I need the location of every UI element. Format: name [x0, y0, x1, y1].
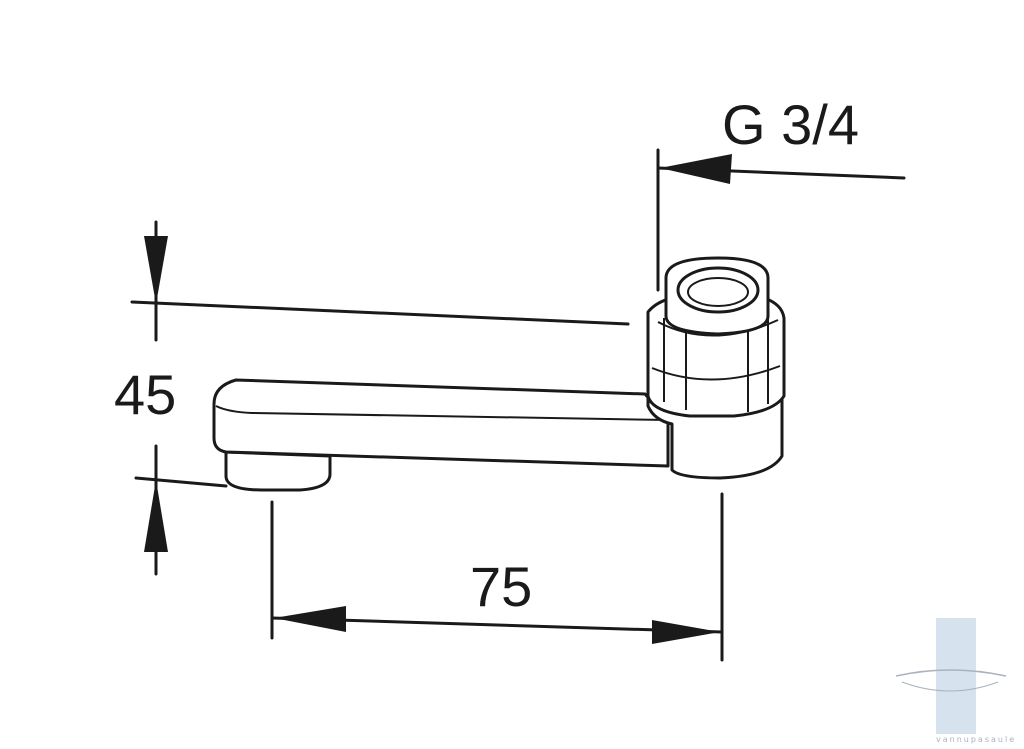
spout-body — [212, 256, 786, 492]
length-arrow-right — [652, 620, 720, 644]
dimension-thread: G 3/4 — [656, 93, 906, 292]
height-extension-bottom — [134, 476, 228, 488]
height-arrow-top — [144, 236, 168, 304]
length-dimension-line — [270, 616, 724, 634]
height-extension-top — [130, 300, 630, 326]
hex-nut-bottom-chamfer — [651, 365, 781, 381]
spout-arm — [212, 378, 670, 468]
dimension-height: 45 — [114, 220, 630, 576]
height-arrow-bottom — [144, 480, 168, 552]
thread-arrow — [660, 154, 732, 184]
spout-outlet — [224, 450, 332, 492]
watermark: vannupasaule — [895, 618, 1016, 744]
spout-arm-top-edge — [215, 405, 669, 421]
length-label: 75 — [470, 555, 532, 618]
watermark-logo-arc — [895, 669, 1007, 677]
watermark-text: vannupasaule — [936, 735, 1016, 744]
thread-connector-top — [676, 266, 760, 314]
height-label: 45 — [114, 363, 176, 426]
thread-connector-bore — [687, 277, 749, 307]
watermark-logo-bar — [936, 618, 976, 734]
length-arrow-left — [274, 606, 346, 632]
watermark-logo-arc-lower — [901, 681, 999, 692]
dimension-length: 75 — [270, 492, 724, 662]
thread-label: G 3/4 — [722, 93, 859, 156]
